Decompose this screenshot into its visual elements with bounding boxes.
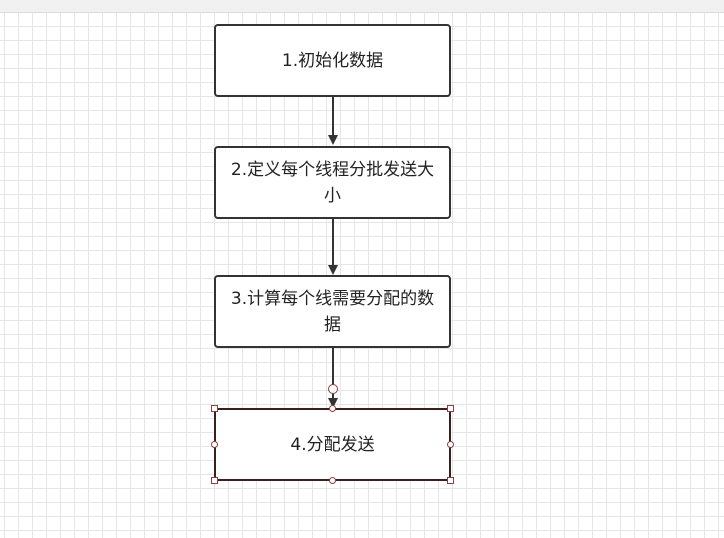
node-compute-allocation[interactable]: 3.计算每个线需要分配的数据 <box>214 275 451 348</box>
node-dispatch[interactable]: 4.分配发送 <box>214 408 451 481</box>
node-define-batch-size[interactable]: 2.定义每个线程分批发送大小 <box>214 146 451 219</box>
node-label: 2.定义每个线程分批发送大小 <box>230 159 435 206</box>
top-toolbar-strip <box>0 0 724 13</box>
resize-handle-bottom-right[interactable] <box>447 477 454 484</box>
resize-handle-bottom-left[interactable] <box>211 477 218 484</box>
resize-handle-top-left[interactable] <box>211 405 218 412</box>
edge-endpoint-handle[interactable] <box>328 384 338 394</box>
node-label: 4.分配发送 <box>290 434 375 455</box>
node-label: 1.初始化数据 <box>281 50 384 71</box>
resize-handle-top-right[interactable] <box>447 405 454 412</box>
node-init-data[interactable]: 1.初始化数据 <box>214 24 451 97</box>
connect-handle-right[interactable] <box>447 441 454 448</box>
node-label: 3.计算每个线需要分配的数据 <box>230 288 435 335</box>
connect-handle-bottom[interactable] <box>329 477 336 484</box>
connect-handle-top[interactable] <box>329 405 336 412</box>
connect-handle-left[interactable] <box>211 441 218 448</box>
